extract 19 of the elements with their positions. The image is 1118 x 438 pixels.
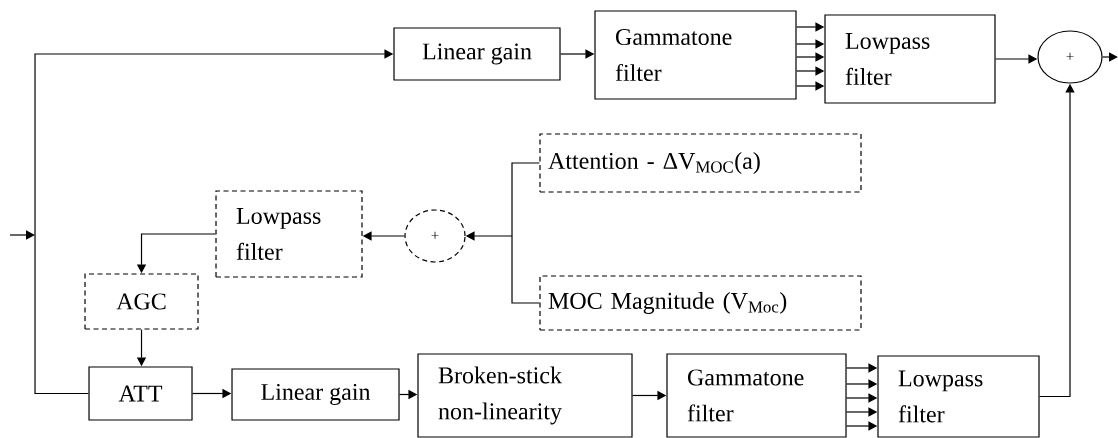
process-box: Linear gain <box>393 27 561 81</box>
summing-junction: + <box>1037 30 1103 84</box>
connector-line <box>511 235 540 304</box>
process-box: Gammatone filter <box>666 353 847 438</box>
process-box: Gammatone filter <box>594 10 797 100</box>
process-box: Attention - ΔV$_{MOC}$(a) <box>539 133 862 193</box>
summing-junction: + <box>404 209 466 263</box>
process-box: Broken-stick non-linearity <box>417 353 633 438</box>
process-box: AGC <box>84 273 199 330</box>
process-box: ATT <box>88 366 193 421</box>
arrow <box>1102 52 1118 62</box>
arrow <box>9 230 35 240</box>
connector-line <box>34 234 89 395</box>
process-box: Linear gain <box>231 368 400 421</box>
process-box: Lowpass filter <box>824 14 996 104</box>
process-box: MOC Magnitude (V$_{Moc}$) <box>539 275 862 331</box>
connector-line <box>511 162 540 237</box>
process-box: Lowpass filter <box>877 355 1040 438</box>
process-box: Lowpass filter <box>215 190 363 278</box>
